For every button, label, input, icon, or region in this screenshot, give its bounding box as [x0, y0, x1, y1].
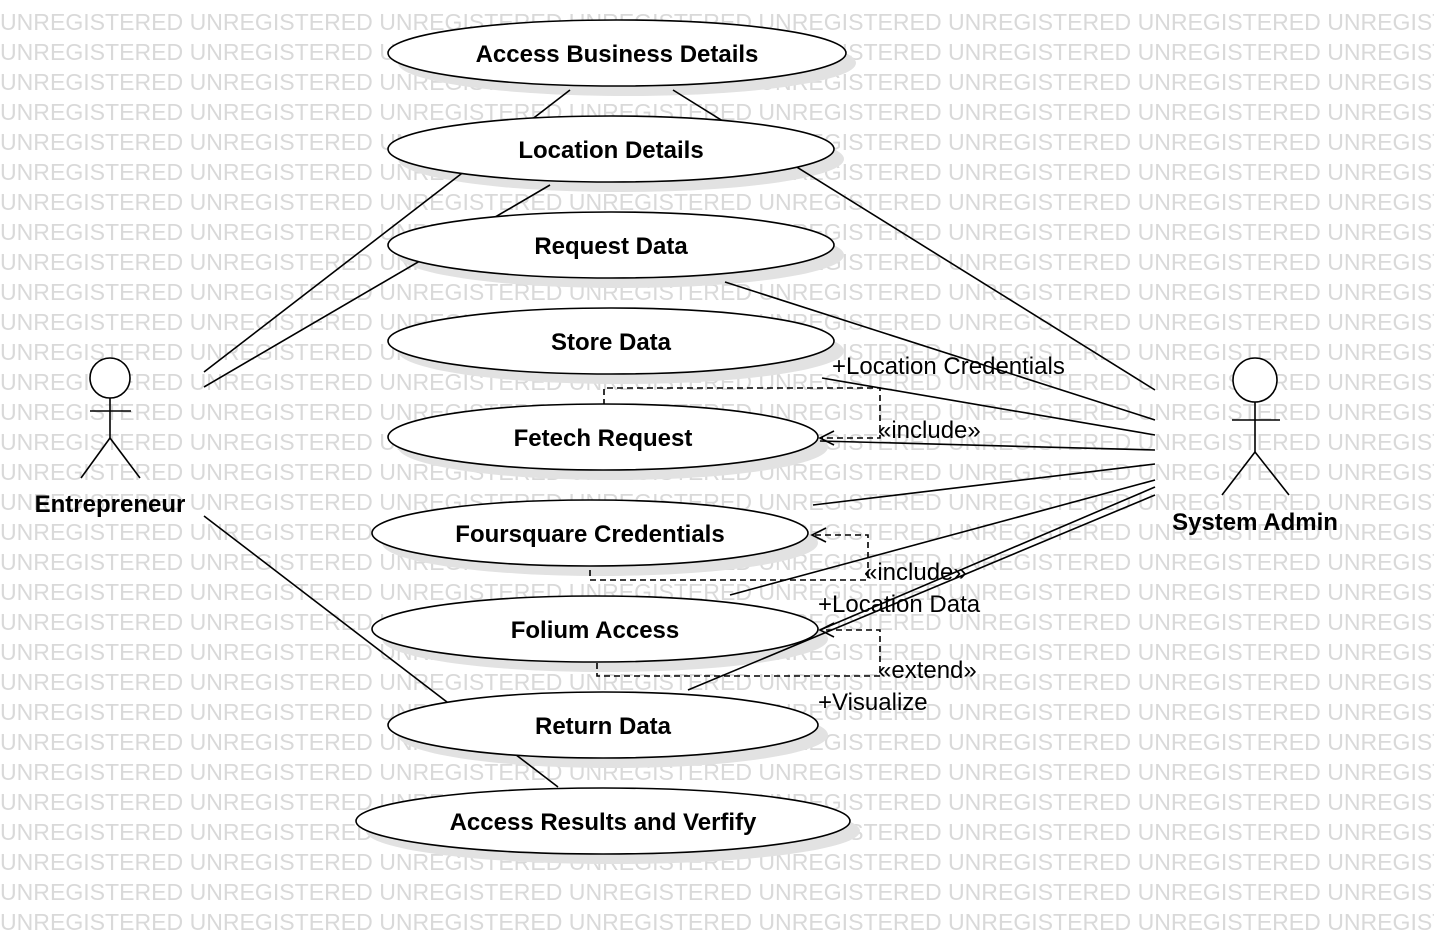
use-case-location-details[interactable]	[387, 115, 835, 183]
actor-system-admin-label: System Admin	[1172, 509, 1338, 536]
use-case-ellipses	[355, 19, 851, 855]
actor-head	[1232, 357, 1278, 403]
use-case-label: Store Data	[551, 329, 672, 356]
watermark-text: UNREGISTERED UNREGISTERED UNREGISTERED U…	[0, 669, 1434, 695]
use-case-return-data[interactable]	[387, 691, 819, 759]
label-include: «include»	[864, 559, 967, 586]
actor-system-admin[interactable]	[1221, 357, 1290, 496]
label-visualize: +Visualize	[818, 689, 928, 716]
use-case-access-business-details[interactable]	[387, 19, 847, 87]
use-case-label: Folium Access	[511, 617, 680, 644]
watermark-text: UNREGISTERED UNREGISTERED UNREGISTERED U…	[0, 909, 1434, 935]
use-case-access-results[interactable]	[355, 787, 851, 855]
label-extend: «extend»	[878, 657, 977, 684]
dependency-lines	[589, 387, 881, 677]
use-case-labels: Access Business Details Location Details…	[450, 41, 759, 836]
use-case-label: Request Data	[534, 233, 688, 260]
use-case-folium-access[interactable]	[371, 595, 819, 663]
dependency-arrowheads	[810, 430, 835, 638]
use-case-fetech-request[interactable]	[387, 403, 819, 471]
use-case-store-data[interactable]	[387, 307, 835, 375]
use-case-request-data[interactable]	[387, 211, 835, 279]
actor-entrepreneur-label: Entrepreneur	[35, 491, 186, 518]
watermark-text: UNREGISTERED UNREGISTERED UNREGISTERED U…	[0, 189, 1434, 215]
relation-labels: +Location Credentials «include» «include…	[818, 353, 1065, 716]
use-case-label: Access Results and Verfify	[450, 809, 757, 836]
use-case-label: Location Details	[518, 137, 703, 164]
label-location-data: +Location Data	[818, 591, 981, 618]
use-case-label: Foursquare Credentials	[455, 521, 724, 548]
use-case-label: Return Data	[535, 713, 672, 740]
actor-head	[89, 357, 131, 399]
label-include: «include»	[878, 417, 981, 444]
use-case-foursquare-credentials[interactable]	[371, 499, 809, 567]
use-case-label: Fetech Request	[514, 425, 693, 452]
actor-entrepreneur[interactable]	[80, 357, 141, 479]
use-case-label: Access Business Details	[476, 41, 759, 68]
watermark-text: UNREGISTERED UNREGISTERED UNREGISTERED U…	[0, 879, 1434, 905]
label-location-credentials: +Location Credentials	[832, 353, 1065, 380]
